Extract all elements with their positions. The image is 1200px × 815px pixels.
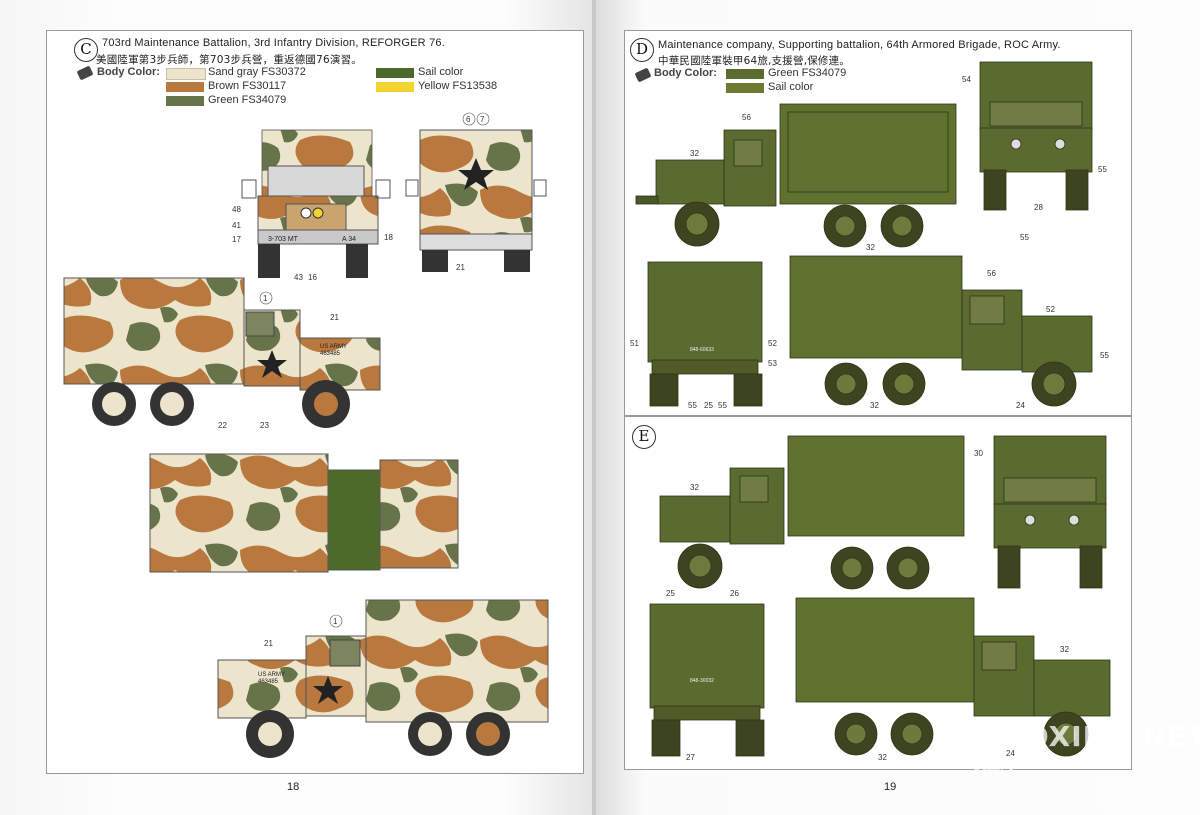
svg-text:18: 18 [384,233,393,242]
svg-text:32: 32 [1060,645,1069,654]
book-gutter [592,0,598,815]
color-sand-gray: Sand gray FS30372 [208,66,306,78]
svg-text:32: 32 [690,149,699,158]
color-green-d: Green FS34079 [768,67,847,79]
section-c-callouts: 6 7 48 41 17 18 43 16 21 1 21 22 23 1 21 [218,112,490,648]
svg-text:25: 25 [666,589,675,598]
svg-text:1: 1 [263,294,268,303]
svg-text:55: 55 [1100,351,1109,360]
svg-text:55: 55 [688,401,697,410]
section-c-badge: C [74,38,98,62]
svg-text:US ARMY: US ARMY [320,344,347,350]
swatch-green [166,96,204,106]
svg-text:23: 23 [260,421,269,430]
section-c-illustrations: 3-703 MT A 34 US ARMY 463485 [63,112,549,758]
svg-text:53: 53 [768,359,777,368]
front-view-truck-d [979,61,1093,211]
bumper-marking-right: A 34 [342,236,356,243]
svg-text:54: 54 [962,75,971,84]
svg-text:6: 6 [466,115,471,124]
color-sail-d: Sail color [768,81,814,93]
section-d-title: Maintenance company, Supporting battalio… [658,39,1061,51]
svg-text:24: 24 [1006,749,1015,758]
color-green: Green FS34079 [208,94,287,106]
svg-text:21: 21 [330,313,339,322]
section-c-title-chinese: 美國陸軍第3步兵師，第703步兵營，重返德國76演習。 [96,54,362,66]
watermark-chinese: 模型网 [972,757,1014,773]
page-number-right: 19 [884,781,897,793]
swatch-brown [166,82,204,92]
section-d-title-chinese: 中華民國陸軍裝甲64旅,支援營,保修連。 [658,55,851,67]
svg-text:43: 43 [294,273,303,282]
color-yellow: Yellow FS13538 [418,80,498,92]
svg-text:21: 21 [456,263,465,272]
body-color-label: Body Color: [97,66,160,78]
svg-text:32: 32 [870,401,879,410]
color-brown: Brown FS30117 [208,80,287,92]
svg-text:463485: 463485 [258,679,279,685]
svg-text:56: 56 [987,269,996,278]
section-d-e-callouts: 56 32 54 55 28 55 32 51 52 53 56 52 55 5… [630,75,1109,762]
svg-text:26: 26 [730,589,739,598]
body-color-label-d: Body Color: [654,67,717,79]
svg-text:7: 7 [480,115,485,124]
svg-text:56: 56 [742,113,751,122]
side-view-truck-d-left [789,255,1093,407]
svg-text:52: 52 [768,339,777,348]
swatch-yellow [376,82,414,92]
plate-text-e: 848-30032 [690,678,714,684]
watermark-latin: MOXING.NET [996,720,1200,753]
swatch-sail-d [726,83,764,93]
svg-text:17: 17 [232,235,241,244]
front-view-truck-c: 3-703 MT A 34 [241,129,391,278]
svg-text:24: 24 [1016,401,1025,410]
svg-text:463485: 463485 [320,351,341,357]
swatch-sail-color [376,68,414,78]
rear-view-truck-e: 848-30032 [649,603,765,757]
rear-view-truck-d: 848-60633 [647,261,763,407]
plate-text-d: 848-60633 [690,347,714,353]
svg-text:32: 32 [690,483,699,492]
color-sail: Sail color [418,66,464,78]
svg-text:32: 32 [866,243,875,252]
svg-text:32: 32 [878,753,887,762]
front-view-truck-e [993,435,1107,589]
section-c-title: 703rd Maintenance Battalion, 3rd Infantr… [102,37,445,49]
svg-text:22: 22 [218,421,227,430]
page-number-left: 18 [287,781,300,793]
svg-text:55: 55 [1098,165,1107,174]
svg-text:1: 1 [333,617,338,626]
svg-text:30: 30 [974,449,983,458]
side-view-truck-e [659,435,965,590]
side-view-truck-e-left [795,597,1111,757]
svg-text:21: 21 [264,639,273,648]
swatch-green-d [726,69,764,79]
svg-text:25: 25 [704,401,713,410]
svg-text:27: 27 [686,753,695,762]
svg-text:16: 16 [308,273,317,282]
svg-text:52: 52 [1046,305,1055,314]
swatch-sand-gray [166,68,206,80]
svg-text:55: 55 [718,401,727,410]
svg-text:48: 48 [232,205,241,214]
svg-text:41: 41 [232,221,241,230]
rear-view-truck-c [405,129,547,272]
svg-text:US ARMY: US ARMY [258,672,285,678]
top-view-truck-c [149,453,459,573]
svg-text:55: 55 [1020,233,1029,242]
side-view-truck-c: US ARMY 463485 [63,277,381,428]
side-view-truck-c-right: US ARMY 463485 [217,599,549,758]
section-d-badge: D [630,38,654,62]
bumper-marking-left: 3-703 MT [268,236,299,243]
side-view-truck-d [635,103,957,248]
svg-text:28: 28 [1034,203,1043,212]
section-e-badge: E [632,425,656,449]
svg-text:51: 51 [630,339,639,348]
